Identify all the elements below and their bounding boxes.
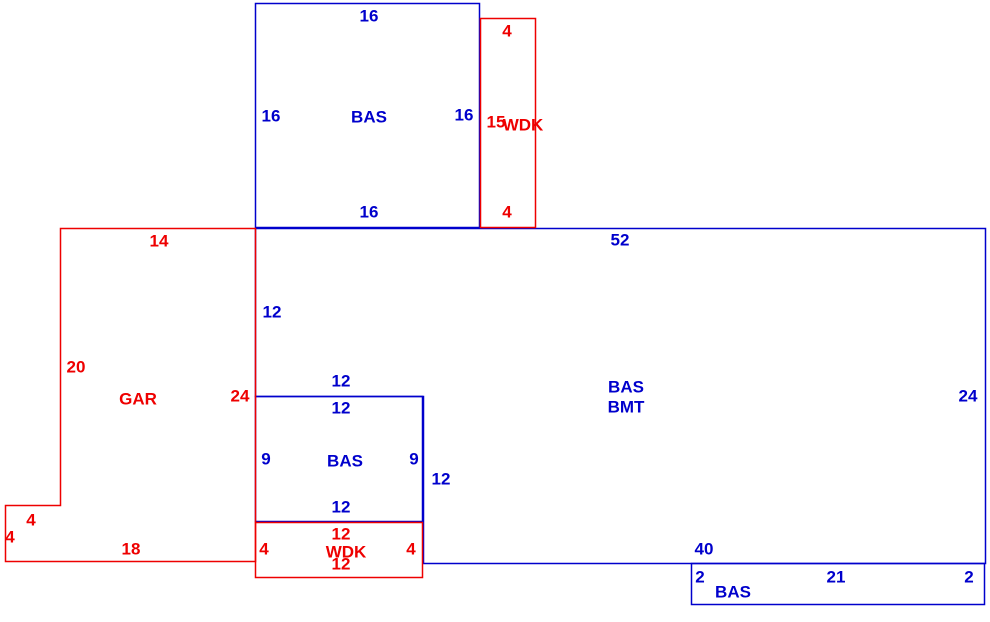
area-label-gar: GAR	[119, 389, 157, 409]
dim-label: 12	[431, 469, 451, 489]
dim-label: 12	[262, 302, 282, 322]
dim-label: 14	[149, 231, 169, 251]
dim-label: 24	[230, 386, 250, 406]
dim-label: 52	[610, 230, 630, 250]
dim-label: 4	[26, 510, 36, 530]
dim-label: 16	[359, 202, 379, 222]
area-label-wdk-upper: WDK	[502, 115, 544, 135]
dim-label: 2	[695, 567, 705, 587]
dim-label: 2	[964, 567, 974, 587]
area-label-bas-bmt-line1: BAS	[608, 377, 644, 397]
dim-label: 18	[121, 539, 141, 559]
area-label-bas-strip: BAS	[715, 582, 751, 602]
area-label-bas-inner: BAS	[327, 451, 363, 471]
dim-label: 21	[826, 567, 846, 587]
bas-strip-outline	[690, 562, 986, 606]
wdk-upper-outline	[479, 17, 537, 229]
wdk-lower-outline	[254, 521, 424, 579]
dim-label: 12	[331, 398, 351, 418]
dim-label: 4	[502, 21, 512, 41]
dim-label: 16	[359, 6, 379, 26]
dim-label: 16	[261, 106, 281, 126]
dim-label: 15	[486, 112, 506, 132]
dim-label: 12	[331, 524, 351, 544]
dim-label: 4	[5, 527, 15, 547]
dim-label: 4	[502, 202, 512, 222]
dim-label: 40	[694, 539, 714, 559]
dim-label: 4	[406, 539, 416, 559]
dim-label: 12	[331, 371, 351, 391]
dim-label: 4	[259, 539, 269, 559]
dim-label: 24	[958, 386, 978, 406]
bas-upper-outline	[254, 2, 481, 229]
dim-label: 9	[409, 449, 419, 469]
gar-outline	[4, 227, 257, 563]
area-label-bas-bmt-line2: BMT	[607, 397, 645, 417]
dim-label: 9	[261, 449, 271, 469]
dim-label: 12	[331, 554, 351, 574]
dim-label: 20	[66, 357, 86, 377]
area-label-bas-upper: BAS	[351, 107, 387, 127]
dim-label: 16	[454, 105, 474, 125]
area-label-wdk-lower: WDK	[325, 542, 367, 562]
dim-label: 12	[331, 497, 351, 517]
